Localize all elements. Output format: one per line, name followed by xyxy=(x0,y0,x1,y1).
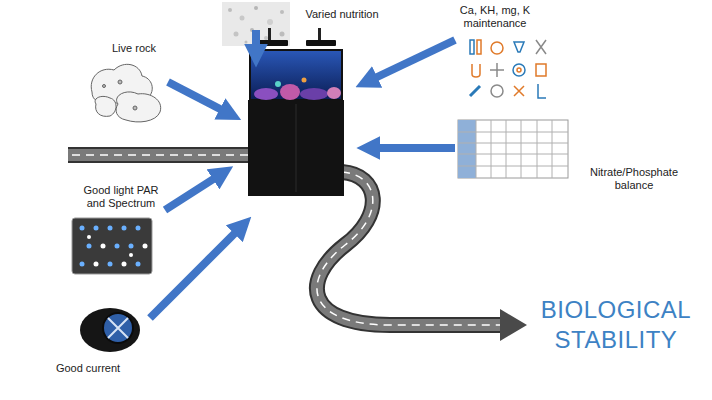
wave-pump-picture xyxy=(80,308,140,352)
item-label: Good light PAR and Spectrum xyxy=(76,184,166,210)
item-label: Ca, KH, mg, K maintenance xyxy=(455,4,535,30)
led-light-picture xyxy=(72,218,152,274)
item-label: Good current xyxy=(46,362,130,375)
food-picture xyxy=(222,2,290,46)
outcome-label: BIOLOGICAL STABILITY xyxy=(530,295,702,355)
input-arrows xyxy=(150,30,455,318)
item-label: Live rock xyxy=(98,42,170,55)
item-label: Varied nutrition xyxy=(296,8,388,21)
live-rock-picture xyxy=(91,64,160,122)
item-label: Nitrate/Phosphate balance xyxy=(582,166,686,192)
aquarium-picture xyxy=(248,28,344,196)
test-icons xyxy=(470,40,546,98)
parameter-table xyxy=(458,120,568,178)
